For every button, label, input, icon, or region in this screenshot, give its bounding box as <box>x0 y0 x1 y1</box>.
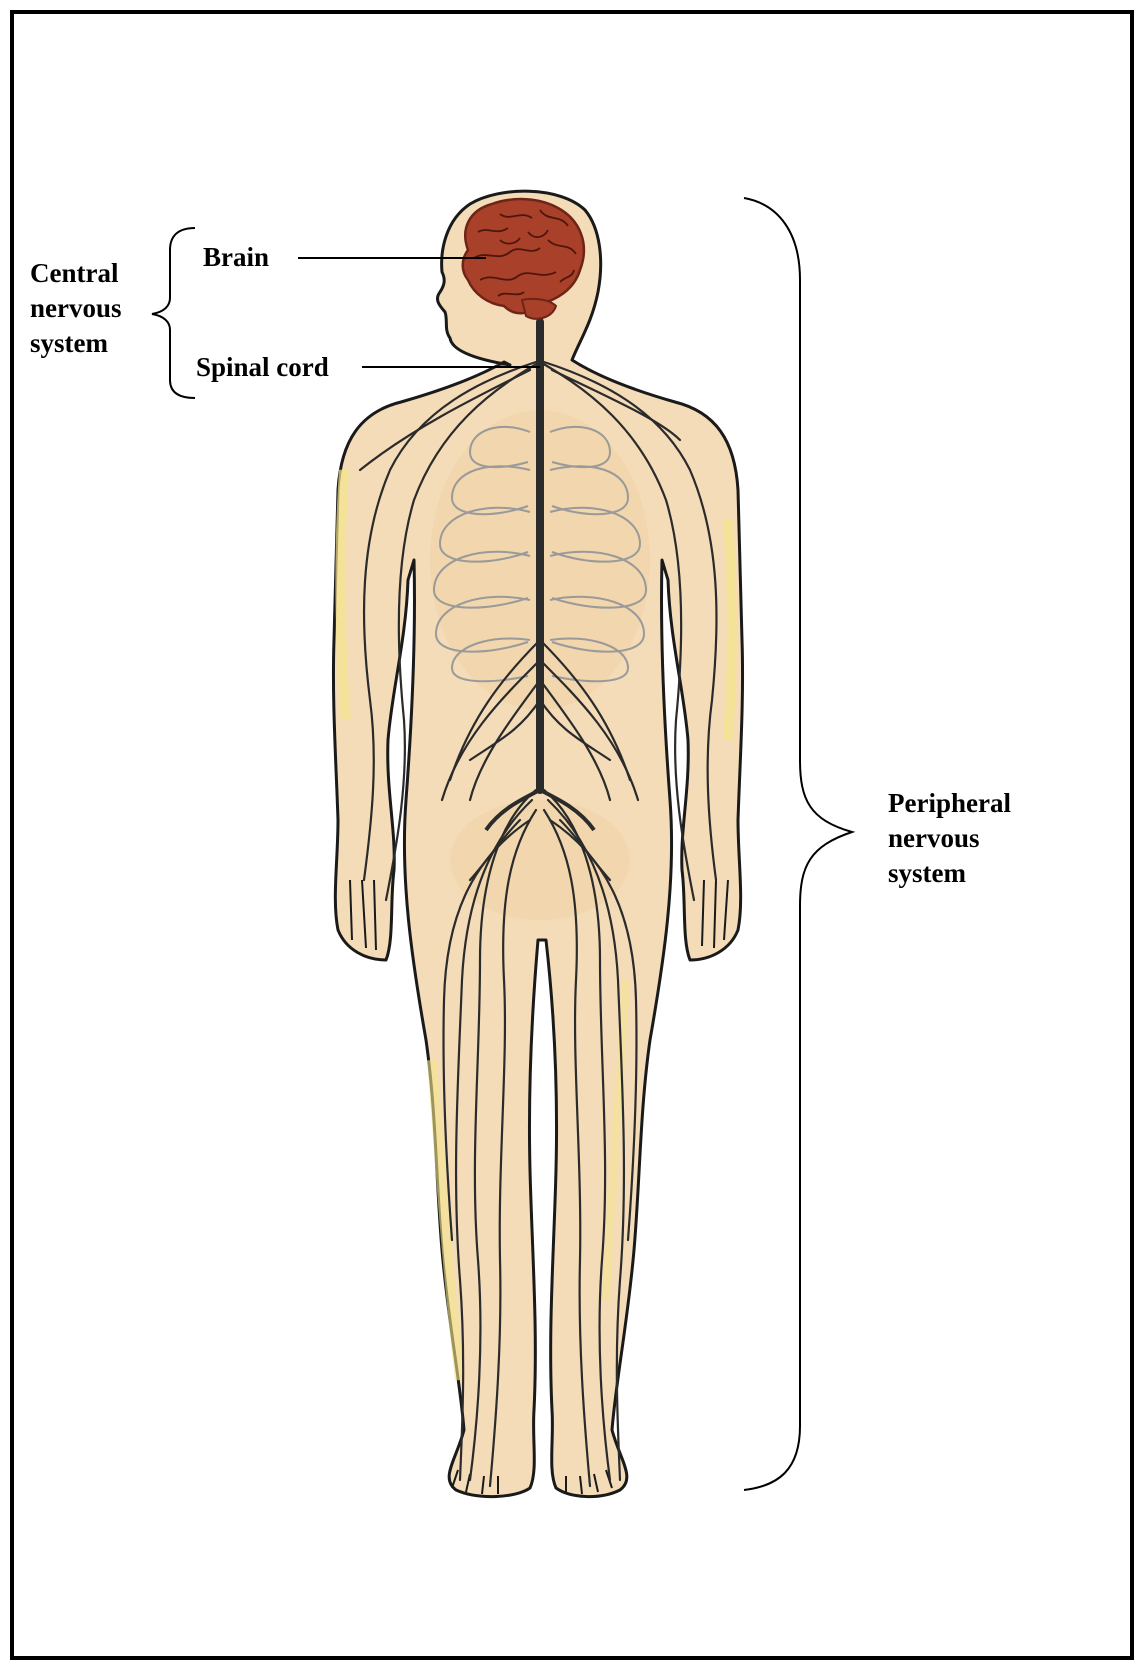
pns-label: Peripheral nervous system <box>888 786 1011 891</box>
pns-brace <box>744 198 852 1490</box>
cns-label: Central nervous system <box>30 256 122 361</box>
brain-label: Brain <box>203 240 269 275</box>
pns-label-line1: Peripheral <box>888 786 1011 821</box>
arm-tint-right <box>728 520 732 740</box>
cns-label-line2: nervous <box>30 291 122 326</box>
cns-label-line3: system <box>30 326 122 361</box>
pns-label-line3: system <box>888 856 1011 891</box>
pelvis-shading <box>450 800 630 920</box>
pns-label-line2: nervous <box>888 821 1011 856</box>
arm-tint-left <box>340 470 346 720</box>
spinal-cord-label: Spinal cord <box>196 350 329 385</box>
cns-brace <box>152 228 195 398</box>
cns-label-line1: Central <box>30 256 122 291</box>
